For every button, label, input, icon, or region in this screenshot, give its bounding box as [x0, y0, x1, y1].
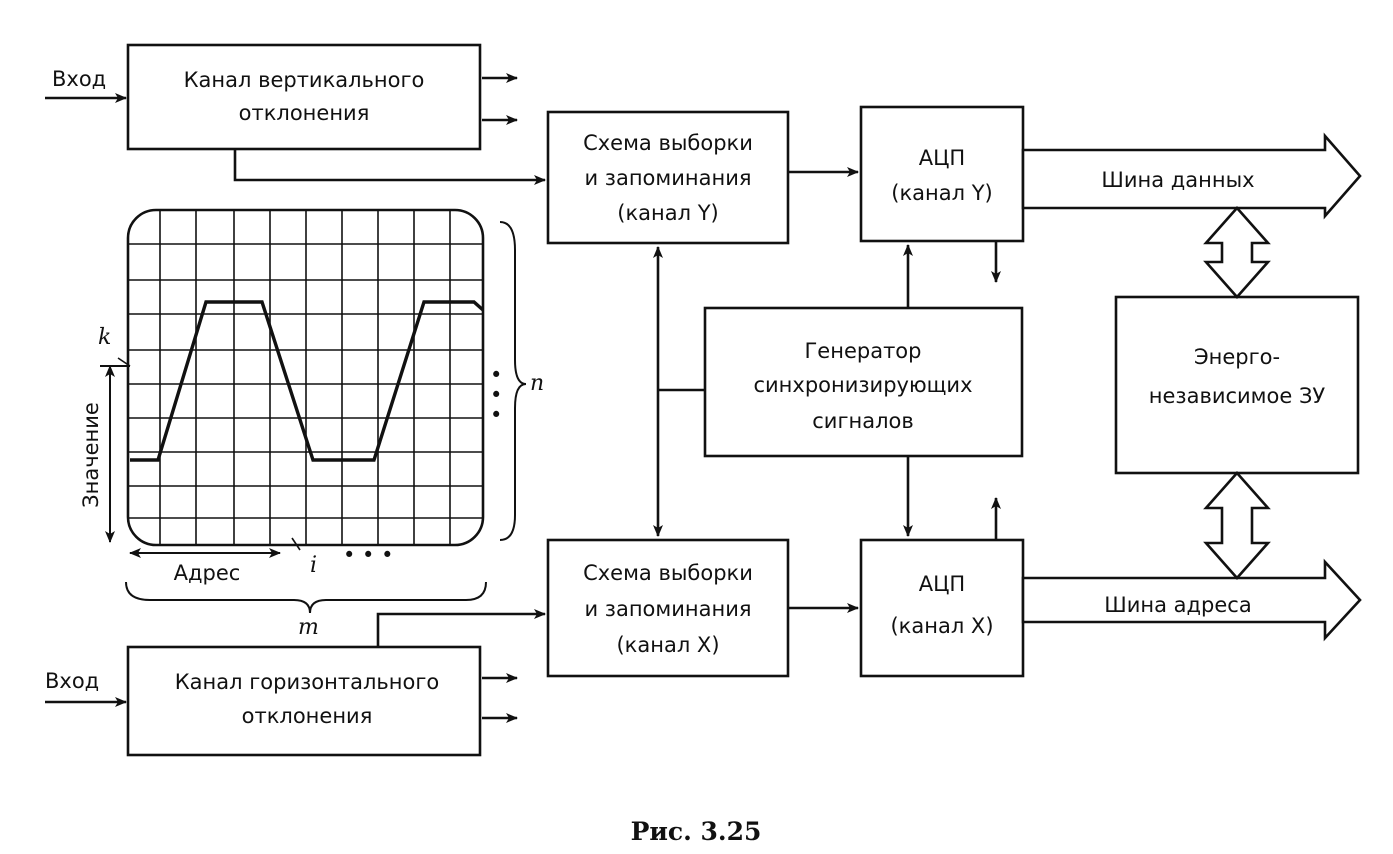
- data-bus-label: Шина данных: [1101, 168, 1254, 192]
- sample-hold-y-line3: (канал Y): [617, 201, 718, 225]
- horizontal-dots: • • •: [343, 543, 394, 567]
- i-label: i: [310, 553, 317, 578]
- address-axis-label: Адрес: [174, 561, 241, 585]
- memory-block: [1114, 295, 1360, 475]
- n-brace: [499, 221, 527, 541]
- horizontal-channel-line2: отклонения: [242, 704, 373, 728]
- memory-line2: независимое ЗУ: [1149, 384, 1326, 408]
- adc-y-line2: (канал Y): [891, 181, 992, 205]
- m-label: m: [298, 615, 319, 640]
- vertical-to-shy-line: [233, 150, 546, 185]
- adc-y-line1: АЦП: [919, 146, 965, 170]
- sample-hold-x-block: [546, 538, 790, 678]
- vertical-dot-3: •: [490, 403, 502, 427]
- adc-x-block: [859, 538, 1025, 678]
- data-bus-memory-link: [1203, 206, 1271, 299]
- oscilloscope-screen: [126, 208, 485, 547]
- vertical-channel-line2: отклонения: [239, 101, 370, 125]
- waveform-trace: [130, 300, 485, 462]
- value-axis-label: Значение: [79, 402, 103, 508]
- vertical-channel-block: [126, 43, 482, 151]
- adc-x-line2: (канал X): [890, 614, 993, 638]
- clock-generator-block: [703, 306, 1024, 458]
- input-top-label: Вход: [52, 67, 106, 91]
- m-brace: [125, 581, 487, 614]
- vertical-channel-line1: Канал вертикального: [184, 68, 425, 92]
- clock-generator-line1: Генератор: [805, 339, 922, 363]
- sample-hold-y-line2: и запоминания: [584, 166, 751, 190]
- sample-hold-y-block: [546, 110, 790, 245]
- sample-hold-y-line1: Схема выборки: [583, 131, 753, 155]
- clock-generator-line2: синхронизирующих: [753, 373, 972, 397]
- input-bottom-label: Вход: [45, 669, 99, 693]
- adc-x-line1: АЦП: [919, 572, 965, 596]
- sample-hold-x-line2: и запоминания: [584, 597, 751, 621]
- memory-line1: Энерго-: [1194, 345, 1280, 369]
- vertical-dot-1: •: [490, 363, 502, 387]
- address-bus-arrow: [1021, 558, 1362, 642]
- sample-hold-x-line3: (канал X): [616, 633, 719, 657]
- adc-y-block: [859, 105, 1025, 243]
- address-bus-memory-link: [1203, 471, 1271, 580]
- sample-hold-x-line1: Схема выборки: [583, 561, 753, 585]
- address-bus-label: Шина адреса: [1104, 593, 1251, 617]
- horizontal-channel-line1: Канал горизонтального: [175, 670, 439, 694]
- n-label: n: [530, 371, 544, 396]
- horizontal-to-shx-line: [376, 609, 546, 647]
- vertical-dot-2: •: [490, 383, 502, 407]
- clock-generator-line3: сигналов: [812, 409, 913, 433]
- figure-caption: Рис. 3.25: [631, 817, 762, 846]
- horizontal-channel-block: [126, 645, 482, 757]
- screen-grid: [128, 210, 483, 545]
- data-bus-arrow: [1021, 132, 1362, 220]
- k-label: k: [98, 325, 111, 350]
